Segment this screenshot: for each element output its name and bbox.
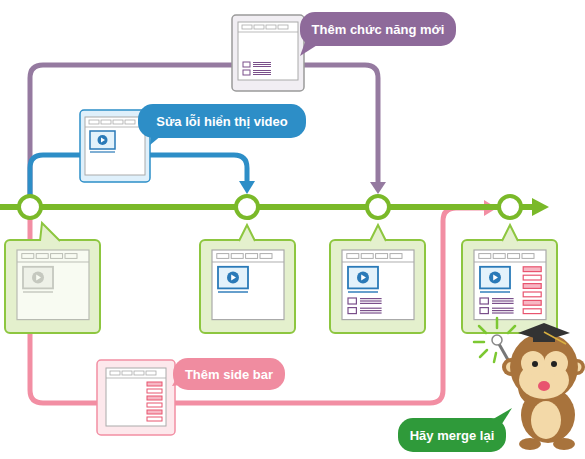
feature-branch-line: [30, 65, 378, 196]
sparkle-ray: [508, 326, 515, 333]
video-icon: [218, 267, 248, 292]
monkey-face: [521, 351, 545, 375]
list-icon: [348, 298, 382, 314]
monkey-foot: [519, 438, 541, 450]
screenshot: [342, 250, 414, 320]
main-branch-line: [0, 204, 535, 210]
branch-arrowhead: [370, 182, 386, 194]
commit-circle: [367, 196, 389, 218]
commit-circle: [19, 196, 41, 218]
main-arrowhead: [532, 198, 549, 216]
sparkle-ray: [479, 326, 486, 333]
snapshot-frame: [330, 240, 425, 333]
video-icon: [90, 131, 115, 152]
snapshot-frame: [200, 240, 295, 333]
snapshot-tail: [239, 225, 255, 241]
monkey-mouth: [538, 381, 550, 391]
callout-bubble: Thêm side bar: [173, 358, 285, 390]
bubble-text: Thêm side bar: [185, 367, 273, 382]
screenshot: [238, 22, 298, 80]
sidebar-icon: [523, 267, 541, 314]
cap-tassel: [544, 332, 566, 344]
snapshot-screen: [342, 250, 414, 320]
bubble-text: Sửa lỗi hiển thị video: [156, 114, 288, 129]
snapshot-screen: [85, 117, 145, 175]
monkey-foot: [553, 438, 575, 450]
bubble-text: Thêm chức năng mới: [312, 22, 445, 37]
list-icon: [480, 298, 514, 314]
snapshot-tail: [370, 225, 386, 241]
callout-bubble: Sửa lỗi hiển thị video: [138, 104, 306, 138]
snapshot-screen: [238, 22, 298, 80]
snapshot-tail: [239, 225, 255, 241]
snapshot-tail: [502, 225, 518, 241]
screenshot: [17, 250, 89, 320]
sparkle-ray: [474, 341, 484, 344]
list-icon: [243, 62, 271, 75]
branch-snapshot: [97, 360, 175, 435]
monkey-belly: [531, 401, 561, 439]
snapshot-screen: [106, 368, 166, 426]
bubble-text: Hãy merge lại: [410, 428, 495, 443]
speech-bubble: Hãy merge lại: [398, 418, 506, 452]
snapshot-tail: [40, 223, 60, 241]
sparkle-ray: [496, 318, 499, 328]
screenshot: [85, 117, 145, 175]
callout-bubble: Thêm chức năng mới: [300, 12, 456, 46]
commit-circle: [236, 196, 258, 218]
screenshot: [106, 368, 166, 426]
screenshot: [212, 250, 284, 320]
video-icon: [348, 267, 378, 292]
sparkle-ray: [480, 350, 487, 357]
snapshot-tail: [370, 225, 386, 241]
pointer-tip: [492, 335, 502, 345]
snapshot-screen: [212, 250, 284, 320]
monkey-eye: [551, 361, 557, 367]
snapshot-tail: [40, 223, 60, 241]
snapshot-tail: [502, 225, 518, 241]
branch-arrowhead: [239, 181, 255, 194]
sparkle-ray: [494, 353, 496, 362]
video-icon: [480, 267, 510, 292]
commit-circle: [499, 196, 521, 218]
screenshot: [474, 250, 546, 320]
monkey-face: [544, 351, 568, 375]
branch-snapshot: [232, 15, 304, 91]
snapshot-frame: [5, 240, 100, 333]
snapshot-screen: [17, 250, 89, 320]
sparkle: [474, 318, 515, 362]
monkey-head: [510, 333, 578, 401]
sidebar-icon: [147, 382, 162, 421]
snapshot-screen: [474, 250, 546, 320]
snapshot-frame: [462, 240, 557, 333]
monkey-eye: [532, 361, 538, 367]
video-icon: [23, 267, 53, 292]
